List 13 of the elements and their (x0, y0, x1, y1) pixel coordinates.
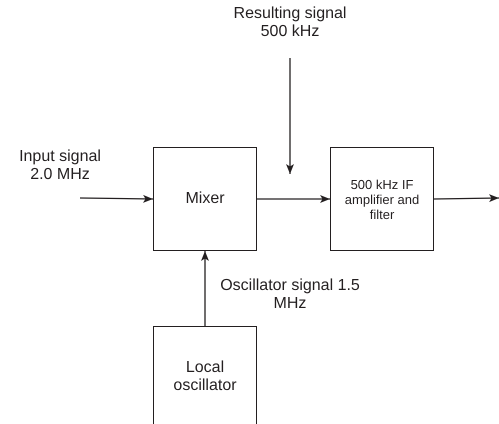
block-label: Local oscillator (172, 359, 238, 395)
block-label: 500 kHz IF amplifier and filter (344, 176, 420, 222)
block-box (330, 147, 434, 251)
block-label: Mixer (185, 190, 225, 208)
arrow (80, 194, 153, 203)
block-box (153, 326, 257, 424)
block-box (153, 147, 257, 251)
arrow (201, 251, 209, 326)
signal-label: Input signal 2.0 MHz (18, 148, 102, 184)
arrow (286, 58, 294, 174)
signal-label: Resulting signal 500 kHz (232, 5, 348, 41)
arrow (434, 194, 499, 202)
arrow (257, 195, 330, 203)
